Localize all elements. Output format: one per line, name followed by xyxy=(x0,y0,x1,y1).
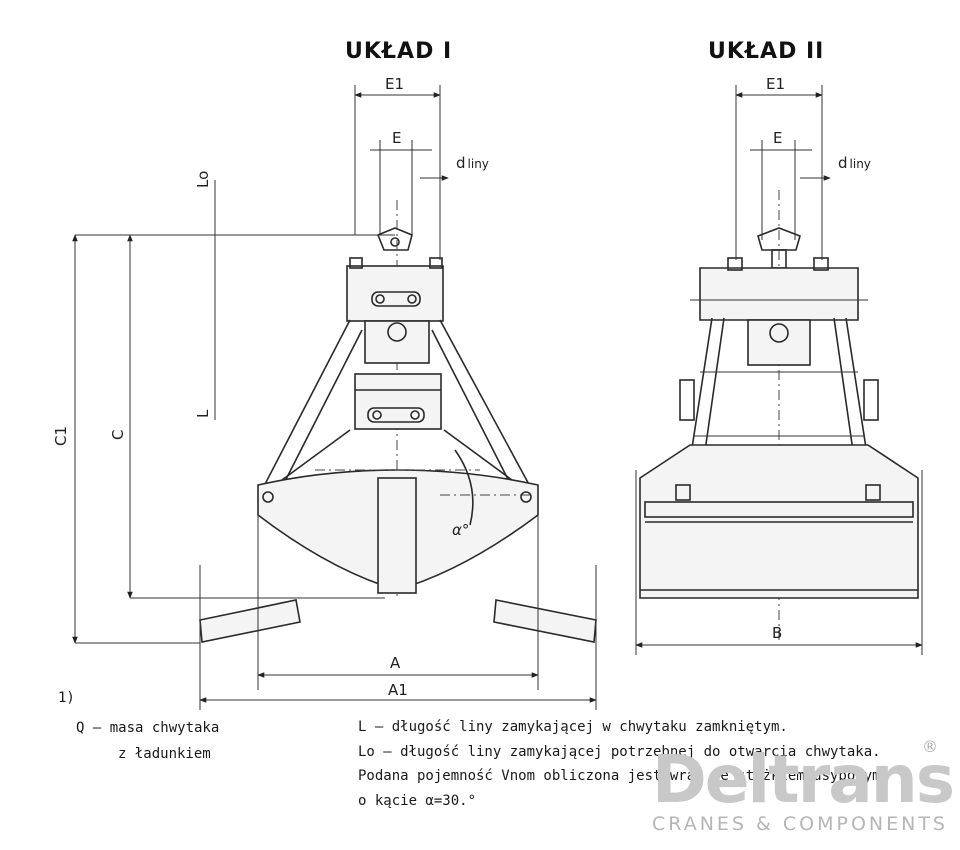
footnote-q-line2: z ładunkiem xyxy=(118,746,211,762)
dim-a: A xyxy=(390,654,401,672)
footnote-q-line1: Q – masa chwytaka xyxy=(76,720,219,736)
dim-alpha: α° xyxy=(452,521,469,539)
note-line-4: o kącie α=30.° xyxy=(358,793,476,809)
brand-registered: ® xyxy=(922,737,938,756)
note-line-2: Lo – długość liny zamykającej potrzebnej… xyxy=(358,744,881,760)
dim-e-left: E xyxy=(392,129,401,147)
dim-e-right: E xyxy=(773,129,782,147)
dim-e1-left: E1 xyxy=(385,75,404,93)
brand-name: Deltrans xyxy=(652,741,953,818)
title-uklad-2: UKŁAD II xyxy=(708,39,824,64)
dim-c1-left: C1 xyxy=(52,426,70,446)
dim-l-left: L xyxy=(194,409,212,418)
brand-tagline: CRANES & COMPONENTS xyxy=(652,813,948,835)
dim-lo-left: Lo xyxy=(194,171,212,188)
dim-b: B xyxy=(772,624,782,642)
title-uklad-1: UKŁAD I xyxy=(345,39,452,64)
note-line-1: L – długość liny zamykającej w chwytaku … xyxy=(358,719,788,735)
deltrans-logo: Deltrans ® CRANES & COMPONENTS xyxy=(652,737,955,835)
note-line-3: Podana pojemność Vnom obliczona jest wra… xyxy=(358,768,881,784)
dim-a1: A1 xyxy=(388,681,408,699)
footnote-marker: 1) xyxy=(58,690,75,706)
dim-c-left: C xyxy=(109,430,127,440)
dim-e1-right: E1 xyxy=(766,75,785,93)
